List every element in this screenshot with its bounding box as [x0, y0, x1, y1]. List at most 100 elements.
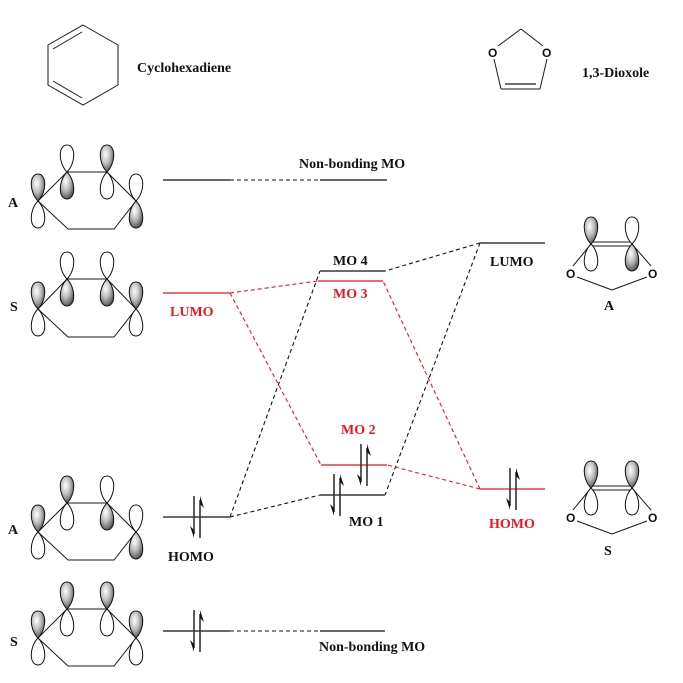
- oxygen-atom: O: [566, 511, 575, 525]
- p-orbital-lobe: [30, 200, 46, 229]
- p-orbital-lobe: [128, 504, 144, 533]
- label-nb-bottom: Non-bonding MO: [319, 640, 425, 655]
- correlation-line: [384, 242, 481, 496]
- symmetry-label: S: [10, 635, 18, 650]
- spin-down-arrowhead: [190, 640, 194, 652]
- p-orbital-lobe: [583, 216, 599, 245]
- p-orbital-lobe: [30, 531, 46, 560]
- label-right-lumo: LUMO: [490, 255, 534, 270]
- spin-down-arrowhead: [357, 474, 361, 486]
- label-mo4: MO 4: [333, 254, 368, 269]
- cyclohexadiene-orbitals: [30, 144, 144, 667]
- label-left-homo: HOMO: [168, 550, 214, 565]
- oxygen-atom: O: [648, 267, 657, 281]
- p-orbital-lobe: [59, 251, 75, 280]
- symmetry-label: A: [8, 523, 19, 538]
- electron-pair: [506, 468, 520, 510]
- p-orbital-lobe: [99, 171, 115, 200]
- p-orbital-lobe: [59, 502, 75, 531]
- p-orbital-lobe: [30, 637, 46, 666]
- cyclohexadiene-label: Cyclohexadiene: [137, 61, 231, 76]
- label-left-lumo: LUMO: [170, 305, 214, 320]
- symmetry-label: A: [604, 299, 615, 314]
- ring-skeleton: [37, 171, 137, 230]
- p-orbital-lobe: [583, 460, 599, 489]
- spin-up-arrowhead: [367, 444, 371, 456]
- p-orbital-lobe: [624, 460, 640, 489]
- p-orbital-lobe: [30, 173, 46, 202]
- p-orbital-lobe: [128, 308, 144, 337]
- ring-skeleton: [37, 502, 137, 561]
- spin-up-arrowhead: [200, 610, 204, 622]
- electron-pair: [330, 474, 344, 516]
- p-orbital-lobe: [99, 502, 115, 531]
- p-orbital-lobe: [59, 475, 75, 504]
- correlation-line: [229, 292, 322, 466]
- p-orbital-lobe: [59, 171, 75, 200]
- correlation-line: [382, 280, 481, 490]
- p-orbital-lobe: [59, 278, 75, 307]
- correlation-line: [384, 242, 481, 272]
- p-orbital-lobe: [128, 281, 144, 310]
- correlation-line: [386, 464, 481, 490]
- oxygen-atom: O: [542, 46, 551, 60]
- symmetry-label: A: [8, 196, 19, 211]
- p-orbital-lobe: [128, 531, 144, 560]
- correlation-line: [229, 280, 319, 294]
- label-right-homo: HOMO: [489, 517, 535, 532]
- p-orbital-lobe: [128, 173, 144, 202]
- spin-down-arrowhead: [330, 504, 334, 516]
- p-orbital-lobe: [583, 487, 599, 516]
- ring-skeleton: [37, 608, 137, 667]
- spin-down-arrowhead: [506, 498, 510, 510]
- p-orbital-lobe: [128, 637, 144, 666]
- p-orbital-lobe: [128, 200, 144, 229]
- p-orbital-lobe: [30, 504, 46, 533]
- level-labels: Non-bonding MO LUMO HOMO Non-bonding MO …: [168, 157, 535, 655]
- oxygen-atom: O: [488, 46, 497, 60]
- correlation-line: [229, 494, 321, 518]
- p-orbital-lobe: [30, 610, 46, 639]
- spin-up-arrowhead: [340, 474, 344, 486]
- symmetry-label: S: [604, 544, 612, 559]
- p-orbital-lobe: [59, 608, 75, 637]
- p-orbital-lobe: [624, 243, 640, 272]
- p-orbital-lobe: [59, 144, 75, 173]
- orbital-picture-s: [30, 581, 144, 667]
- correlation-line: [229, 270, 321, 518]
- p-orbital-lobe: [99, 475, 115, 504]
- dioxole-label: 1,3-Dioxole: [582, 66, 649, 81]
- label-nb-top: Non-bonding MO: [299, 157, 405, 172]
- symmetry-label: S: [10, 300, 18, 315]
- p-orbital-lobe: [128, 610, 144, 639]
- p-orbital-lobe: [59, 581, 75, 610]
- p-orbital-lobe: [583, 243, 599, 272]
- spin-up-arrowhead: [516, 468, 520, 480]
- p-orbital-lobe: [99, 608, 115, 637]
- correlation-lines: [229, 179, 481, 632]
- label-mo1: MO 1: [349, 515, 384, 530]
- p-orbital-lobe: [624, 216, 640, 245]
- label-mo2: MO 2: [341, 423, 376, 438]
- ring-skeleton: [37, 278, 137, 338]
- oxygen-atom: O: [648, 511, 657, 525]
- p-orbital-lobe: [99, 278, 115, 307]
- p-orbital-lobe: [30, 281, 46, 310]
- label-mo3: MO 3: [333, 287, 368, 302]
- spin-up-arrowhead: [200, 496, 204, 508]
- p-orbital-lobe: [624, 487, 640, 516]
- p-orbital-lobe: [99, 144, 115, 173]
- electron-pair: [357, 444, 371, 486]
- p-orbital-lobe: [99, 581, 115, 610]
- electron-pair: [190, 496, 204, 538]
- energy-levels: [163, 179, 545, 632]
- cyclohexadiene-structure: [47, 24, 119, 106]
- p-orbital-lobe: [99, 251, 115, 280]
- orbital-picture-a: [30, 475, 144, 561]
- oxygen-atom: O: [566, 267, 575, 281]
- dioxole-structure: O O: [488, 28, 551, 90]
- symmetry-labels: A S A S A S: [8, 196, 615, 650]
